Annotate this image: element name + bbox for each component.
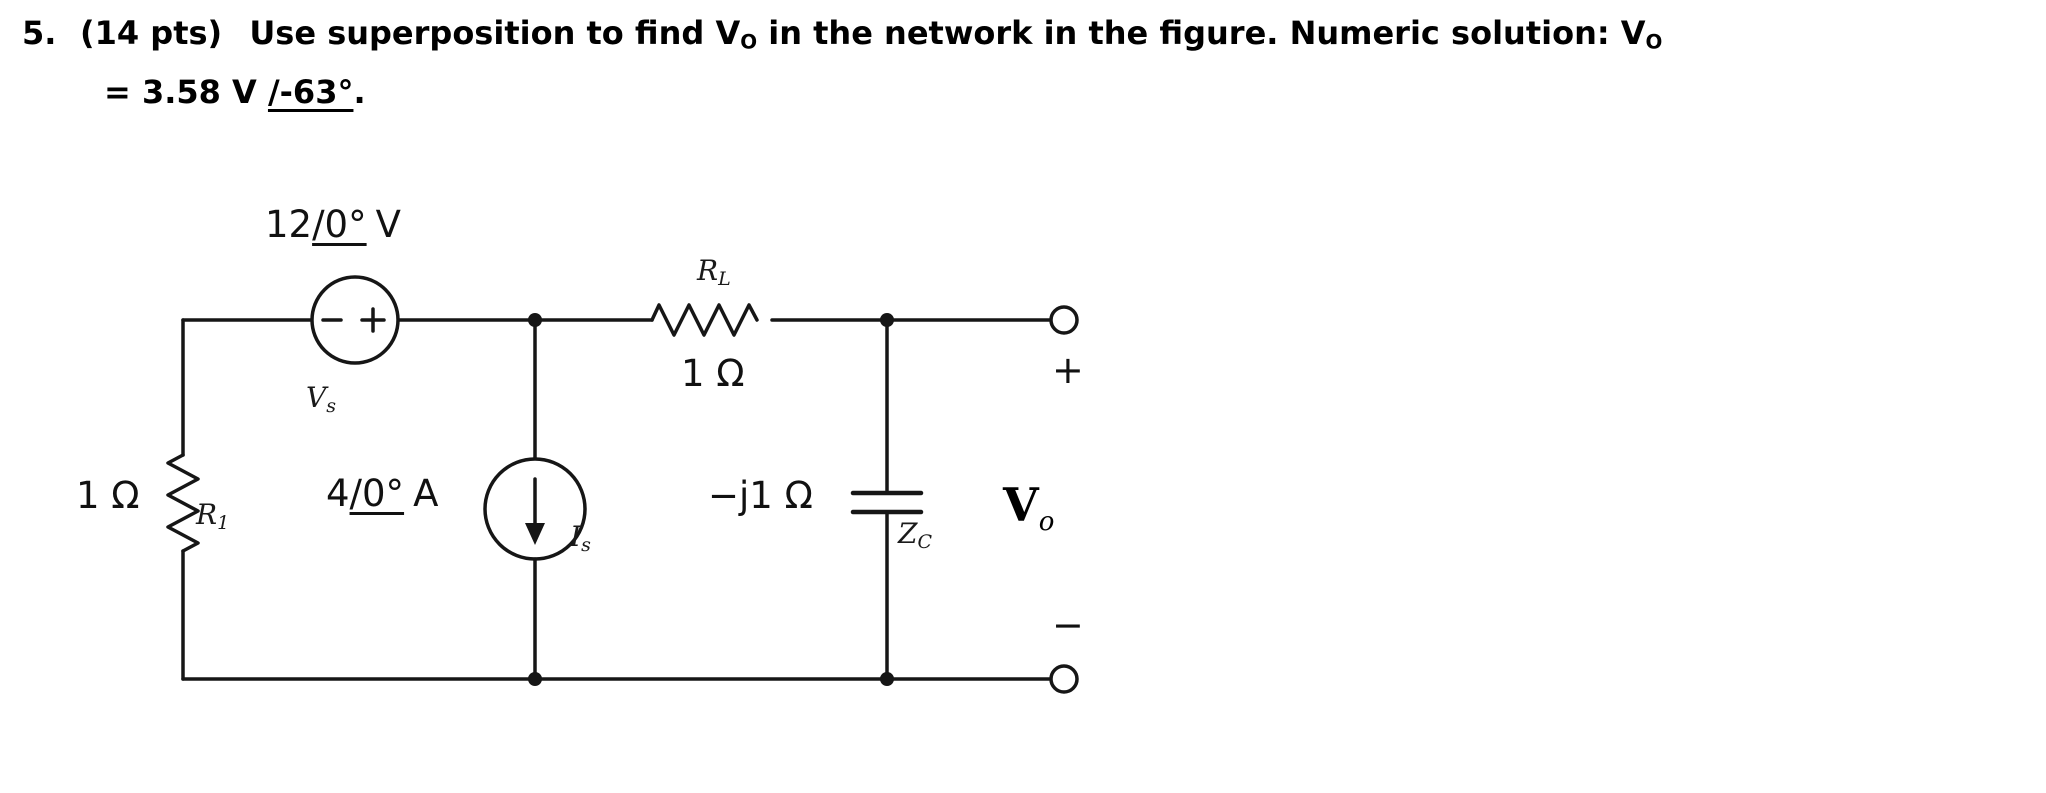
vs-angle: /0° — [312, 203, 367, 246]
is-magnitude: 4 — [326, 472, 350, 515]
output-minus-sign: − — [1052, 603, 1084, 647]
current-source-arrow-icon — [525, 523, 545, 545]
node-top-capacitor — [880, 313, 894, 327]
voltage-source-value: 12/0°V — [265, 203, 401, 246]
output-voltage-label: Vo — [1003, 478, 1055, 538]
answer-equation: = 3.58 V — [104, 73, 257, 112]
answer-period: . — [353, 73, 366, 112]
resistor-rl-zigzag — [650, 303, 759, 337]
problem-number: 5. — [22, 14, 57, 52]
vo-symbol-2: VO — [1620, 14, 1663, 54]
output-plus-sign: + — [1052, 348, 1084, 392]
resistor-rl-name: RL — [697, 254, 731, 290]
problem-line-2: = 3.58 V /-63°. — [104, 67, 1662, 117]
problem-text-a: Use superposition to find — [249, 14, 705, 52]
capacitor-value: −j1 Ω — [708, 474, 813, 517]
node-top-current-source — [528, 313, 542, 327]
vo-symbol-1: VO — [715, 14, 758, 54]
answer-angle: /-63° — [267, 73, 354, 112]
is-unit: A — [413, 472, 439, 515]
node-bottom-capacitor — [880, 672, 894, 686]
vs-magnitude: 12 — [265, 203, 313, 246]
terminal-bottom — [1049, 664, 1079, 694]
capacitor-name: ZC — [898, 517, 933, 553]
voltage-source-name: Vs — [306, 381, 337, 417]
current-source-value: 4/0°A — [326, 472, 438, 515]
problem-statement: 5.(14 pts) Use superposition to find VO … — [22, 8, 1662, 117]
voltage-source-plus-icon — [360, 307, 386, 333]
resistor-r1-value: 1 Ω — [76, 474, 140, 517]
current-source-name: Is — [570, 520, 591, 556]
resistor-r1-name: R1 — [196, 498, 230, 534]
problem-text-b: in the network in the figure. Numeric so… — [768, 14, 1610, 52]
problem-points: (14 pts) — [80, 14, 223, 52]
voltage-source — [310, 275, 400, 365]
node-bottom-current-source — [528, 672, 542, 686]
resistor-rl-value: 1 Ω — [681, 352, 745, 395]
resistor-r1-zigzag — [166, 453, 200, 553]
problem-line-1: 5.(14 pts) Use superposition to find VO … — [22, 8, 1662, 67]
is-angle: /0° — [349, 472, 405, 515]
vs-unit: V — [375, 203, 401, 246]
terminal-top — [1049, 305, 1079, 335]
